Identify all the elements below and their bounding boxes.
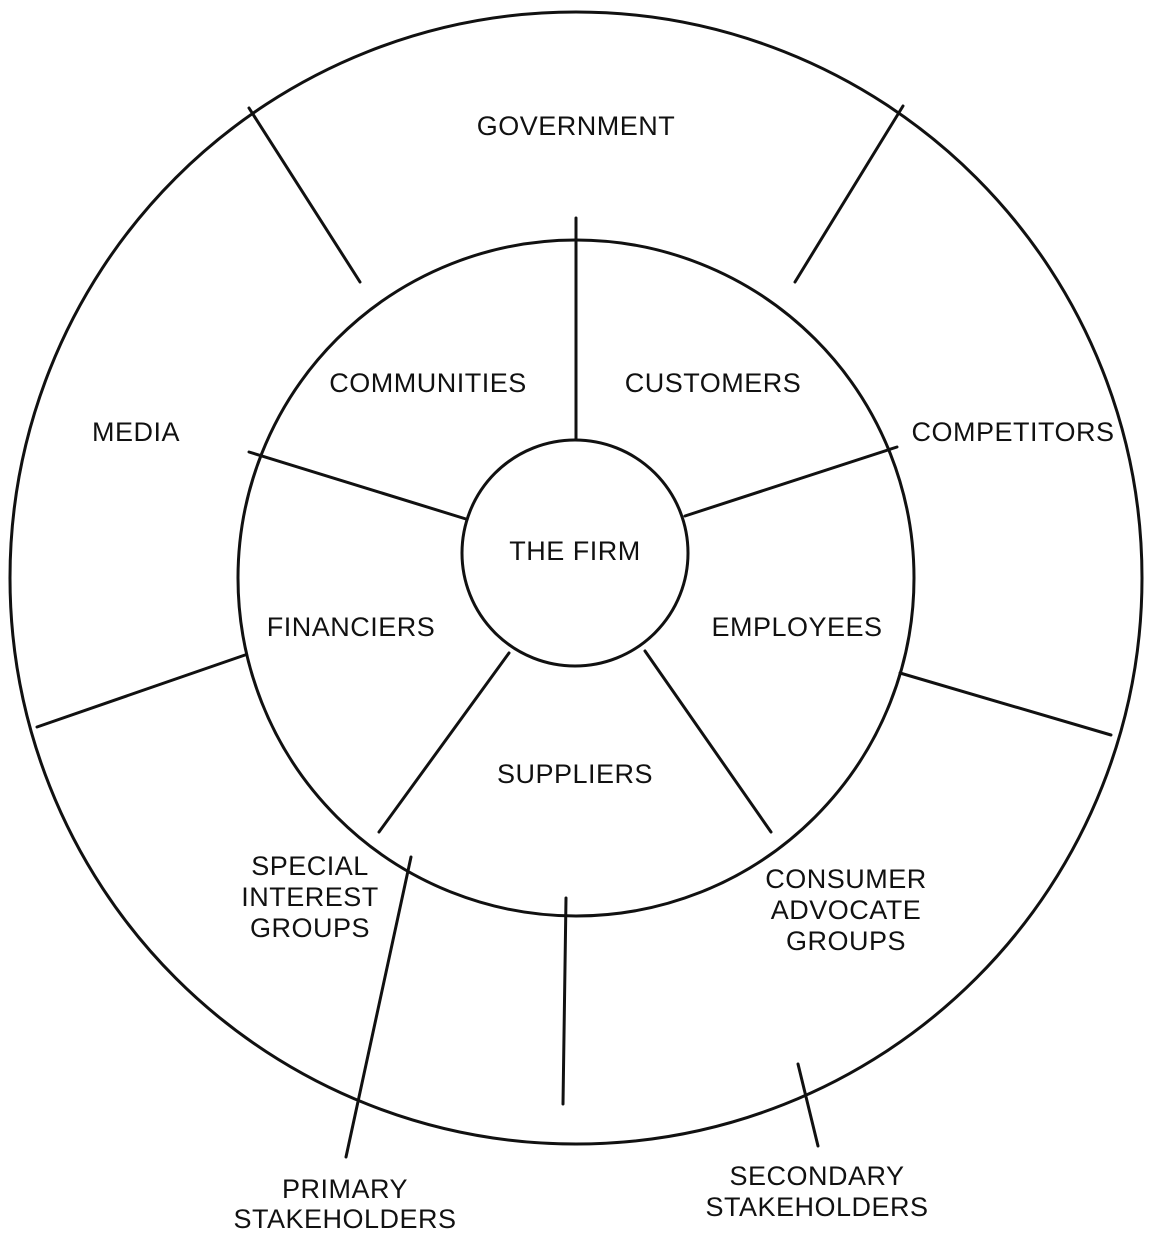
secondary-callout-line2: STAKEHOLDERS — [705, 1192, 928, 1222]
secondary-label-government: GOVERNMENT — [477, 111, 676, 141]
primary-callout-pointer — [344, 855, 413, 1159]
outer-divider-competitors-consumer — [898, 671, 1113, 737]
secondary-label-consumer-line1: CONSUMER — [765, 864, 927, 894]
secondary-callout-line1: SECONDARY — [729, 1161, 904, 1191]
primary-callout-line1: PRIMARY — [282, 1174, 408, 1204]
secondary-callout-pointer — [796, 1062, 820, 1148]
inner-divider-customers-employees — [683, 445, 899, 518]
secondary-label-special-line1: SPECIAL — [251, 851, 369, 881]
secondary-label-special-line2: INTEREST — [241, 882, 379, 912]
secondary-label-competitors: COMPETITORS — [911, 417, 1114, 447]
outer-divider-consumer-special — [561, 896, 568, 1106]
outer-divider-government-media — [247, 106, 362, 284]
secondary-label-consumer-line3: GROUPS — [786, 926, 906, 956]
inner-divider-financiers-communities — [247, 450, 468, 521]
primary-label-customers: CUSTOMERS — [625, 368, 802, 398]
primary-label-financiers: FINANCIERS — [267, 612, 436, 642]
secondary-label-special-line3: GROUPS — [250, 913, 370, 943]
secondary-label-media: MEDIA — [92, 417, 180, 447]
primary-label-suppliers: SUPPLIERS — [497, 759, 653, 789]
primary-label-employees: EMPLOYEES — [711, 612, 882, 642]
primary-label-communities: COMMUNITIES — [329, 368, 527, 398]
outer-divider-government-competitors — [793, 104, 905, 284]
inner-divider-suppliers-financiers — [377, 651, 511, 834]
inner-divider-employees-suppliers — [643, 649, 773, 834]
secondary-label-consumer-line2: ADVOCATE — [771, 895, 922, 925]
outer-divider-special-media — [35, 653, 247, 729]
firm-circle — [460, 438, 690, 668]
firm-label: THE FIRM — [509, 536, 641, 566]
primary-callout-line2: STAKEHOLDERS — [233, 1204, 456, 1234]
